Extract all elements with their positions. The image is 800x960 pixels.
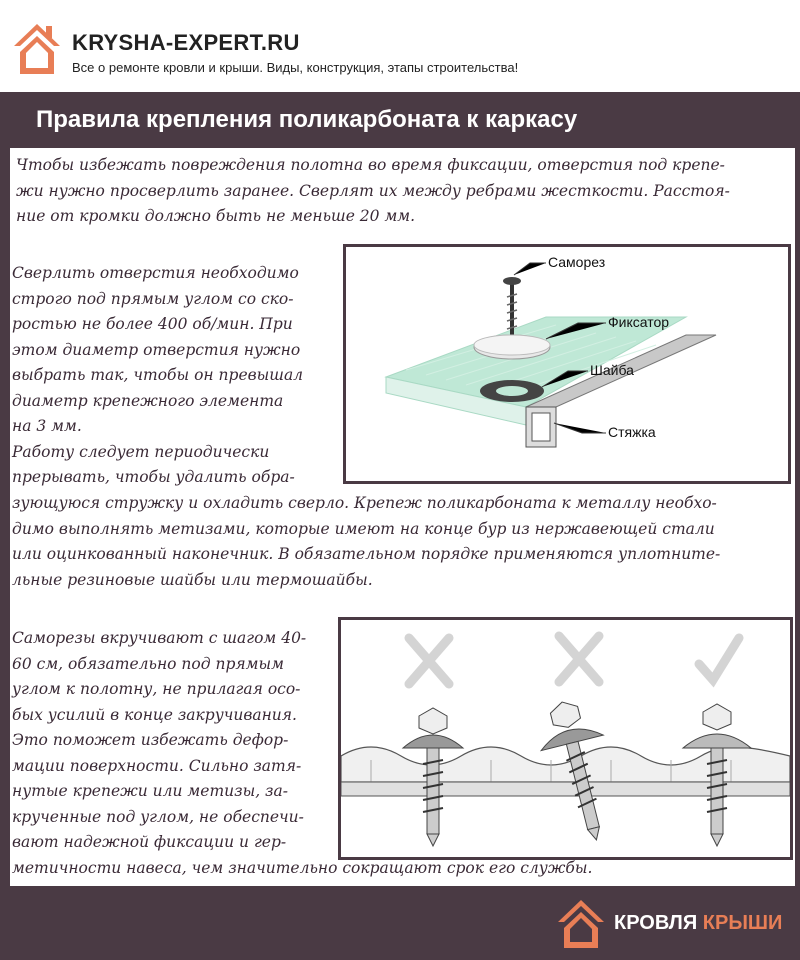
fastener-components-diagram: Саморез Фиксатор Шайба Стяжка xyxy=(343,244,791,484)
label-fixator: Фиксатор xyxy=(608,314,669,330)
content-area: Чтобы избежать повреждения полотна во вр… xyxy=(10,148,795,886)
site-name[interactable]: KRYSHA-EXPERT.RU xyxy=(72,30,300,55)
paragraph-fasteners: зующуюся стружку и охладить сверло. Креп… xyxy=(12,494,721,589)
screw-tilted xyxy=(539,701,605,841)
site-tagline: Все о ремонте кровли и крыши. Виды, конс… xyxy=(72,60,519,75)
footer-brand[interactable]: КРОВЛЯ КРЫШИ xyxy=(614,912,782,935)
site-header: KRYSHA-EXPERT.RU Все о ремонте кровли и … xyxy=(0,0,800,92)
page-title: Правила крепления поликарбоната к каркас… xyxy=(36,106,578,133)
paragraph-conclusion: метичности навеса, чем значительно сокра… xyxy=(12,859,593,877)
paragraph-holes: Чтобы избежать повреждения полотна во вр… xyxy=(16,156,730,225)
screw-correct xyxy=(681,703,753,848)
label-washer: Шайба xyxy=(590,362,634,378)
paragraph-drilling: Сверлить отверстия необходимо строго под… xyxy=(12,264,304,486)
footer-brand-part1: КРОВЛЯ xyxy=(614,912,698,934)
fastener-components-svg: Саморез Фиксатор Шайба Стяжка xyxy=(384,254,717,448)
title-bar: Правила крепления поликарбоната к каркас… xyxy=(10,94,655,148)
cross-mark-icon xyxy=(554,631,604,687)
cross-mark-icon xyxy=(404,633,454,689)
check-mark-icon xyxy=(694,633,744,688)
label-screw: Саморез xyxy=(548,254,605,270)
footer-brand-part2: КРЫШИ xyxy=(702,912,783,934)
house-logo-icon xyxy=(14,24,60,74)
screw-loose xyxy=(401,707,465,848)
screw-installation-diagram xyxy=(338,617,793,860)
label-tie: Стяжка xyxy=(608,424,656,440)
house-logo-icon xyxy=(558,900,604,948)
paragraph-screwing: Саморезы вкручивают с шагом 40- 60 см, о… xyxy=(12,629,307,851)
